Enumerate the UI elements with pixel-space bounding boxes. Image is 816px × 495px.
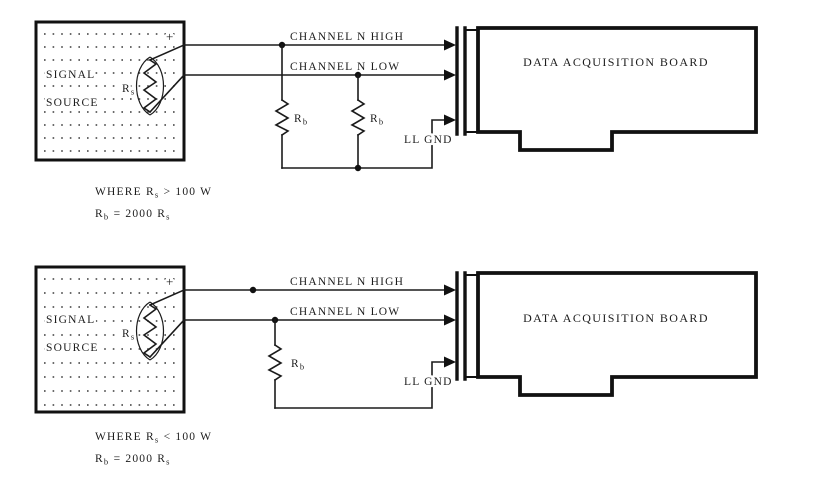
rs-bottom-lead [148,318,186,359]
daq-board-outline [476,271,758,397]
rs-bottom-lead [148,73,186,114]
signal-label: SIGNAL [46,314,95,326]
arrow-high-icon [444,284,456,296]
ground-path: LL GND [281,119,454,172]
rb2-resistor-zigzag [350,98,366,137]
signal-wires: CHANNEL N HIGH CHANNEL N LOW [183,31,446,79]
top-diagram: SIGNAL SOURCE + Rs CHANNEL N HIGH CHANNE… [34,20,758,222]
rb1-label: Rb [291,358,305,372]
source-arc-left [136,56,151,116]
bottom-diagram: SIGNAL SOURCE + Rs CHANNEL N HIGH CHANNE… [34,265,758,467]
ground-bus [274,361,446,409]
channel-low-label: CHANNEL N LOW [290,306,400,318]
rb1-resistor-zigzag [274,98,290,137]
signal-source: SIGNAL SOURCE + Rs [34,20,186,162]
connector [444,271,478,381]
rb1-label: Rb [294,113,308,127]
channel-low-label: CHANNEL N LOW [290,61,400,73]
source-label: SOURCE [46,97,99,109]
rs-top-lead [148,43,186,62]
source-arc-left [136,301,151,361]
daq-board-label: DATA ACQUISITION BOARD [523,55,709,69]
signal-source: SIGNAL SOURCE + Rs [34,265,186,414]
plus-terminal-label: + [166,29,173,44]
source-arc-right [149,301,164,361]
rs-label: Rs [122,83,135,97]
ground-path: LL GND [274,361,454,409]
connector [444,26,478,136]
notes: WHERE Rs< 100 W Rb= 2000 Rs [95,431,212,467]
signal-source-box [34,265,186,414]
rb1-resistor-zigzag [267,343,283,382]
source-label: SOURCE [46,342,99,354]
rs-resistor-zigzag [142,58,158,114]
channel-high-label: CHANNEL N HIGH [290,31,404,43]
arrow-gnd-icon [444,356,456,368]
daq-board-label: DATA ACQUISITION BOARD [523,311,709,325]
note-rb-value: Rb= 2000 Rs [95,208,170,222]
note-rs-threshold: WHERE Rs> 100 W [95,186,212,200]
plus-terminal-label: + [166,274,173,289]
signal-source-box [34,20,186,162]
channel-high-label: CHANNEL N HIGH [290,276,404,288]
rs-label: Rs [122,328,135,342]
arrow-high-icon [444,39,456,51]
arrow-low-icon [444,69,456,81]
rs-top-lead [148,288,186,307]
note-rs-threshold: WHERE Rs< 100 W [95,431,212,445]
daq-board-outline [476,26,758,152]
daq-board: DATA ACQUISITION BOARD [476,26,758,152]
note-rb-value: Rb= 2000 Rs [95,453,170,467]
daq-board: DATA ACQUISITION BOARD [476,271,758,397]
arrow-low-icon [444,314,456,326]
bias-network: Rb Rb [274,44,386,169]
arrow-gnd-icon [444,114,456,126]
rb2-label: Rb [370,113,384,127]
notes: WHERE Rs> 100 W Rb= 2000 Rs [95,186,212,222]
rs-resistor-zigzag [142,303,158,359]
signal-label: SIGNAL [46,69,95,81]
source-arc-right [149,56,164,116]
signal-wires: CHANNEL N HIGH CHANNEL N LOW [183,276,446,324]
bias-network: Rb [267,319,307,409]
junction-dot-high [249,286,257,294]
ll-gnd-label: LL GND [404,134,453,146]
junction-dot-ground [354,164,362,172]
ll-gnd-label: LL GND [404,376,453,388]
